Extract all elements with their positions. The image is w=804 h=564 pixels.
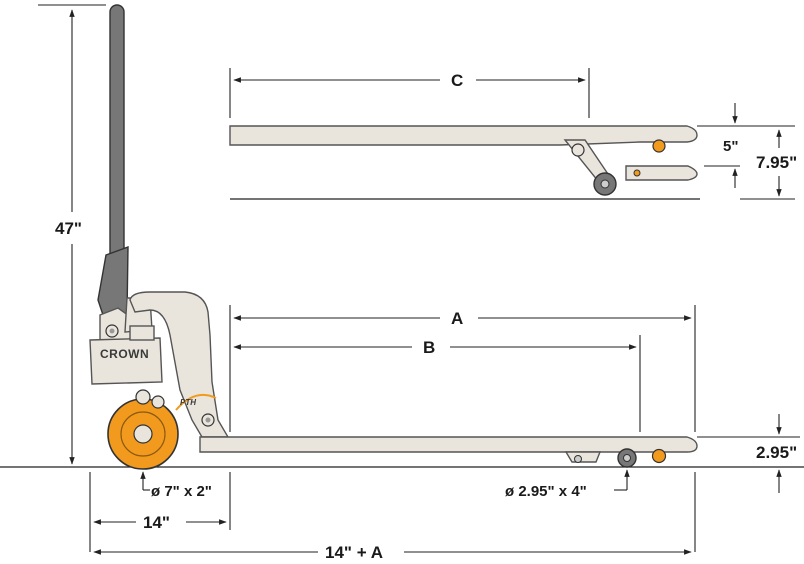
load-wheel-hub	[623, 454, 631, 462]
dim-lowered-height-label: 2.95"	[756, 443, 797, 462]
dim-height-label: 47"	[55, 219, 82, 238]
pallet-truck-raised	[229, 125, 700, 200]
pump-cylinder	[129, 325, 155, 341]
dimension-lines	[38, 4, 800, 555]
dim-total-length-label: 14" + A	[325, 543, 383, 562]
entry-roller	[651, 448, 667, 464]
brand-logo: CROWN	[100, 347, 149, 361]
load-wheel-label: ø 2.95" x 4"	[505, 483, 587, 500]
handle-grip	[97, 245, 129, 319]
handle-shaft	[109, 4, 125, 276]
pallet-truck-lowered: CROWN PTH	[89, 4, 698, 470]
chassis-frame	[129, 291, 230, 438]
steer-wheel-label: ø 7" x 2"	[151, 483, 212, 500]
dim-offset-label: 14"	[143, 513, 170, 532]
pump-housing	[89, 337, 163, 385]
dim-lift-label: 5"	[723, 138, 738, 155]
dim-c-label: C	[451, 71, 463, 90]
dim-a-label: A	[451, 309, 463, 328]
fork-raised	[229, 125, 698, 146]
model-logo-swoosh	[175, 394, 217, 411]
load-wheel-link	[564, 451, 602, 463]
raised-slider-plate	[625, 165, 698, 181]
dim-b-label: B	[423, 338, 435, 357]
model-logo: PTH	[180, 398, 196, 407]
fork-lowered	[199, 436, 698, 453]
steer-wheel-hub	[133, 424, 153, 444]
raised-entry-roller	[652, 139, 666, 153]
dim-raised-height-label: 7.95"	[756, 153, 797, 172]
